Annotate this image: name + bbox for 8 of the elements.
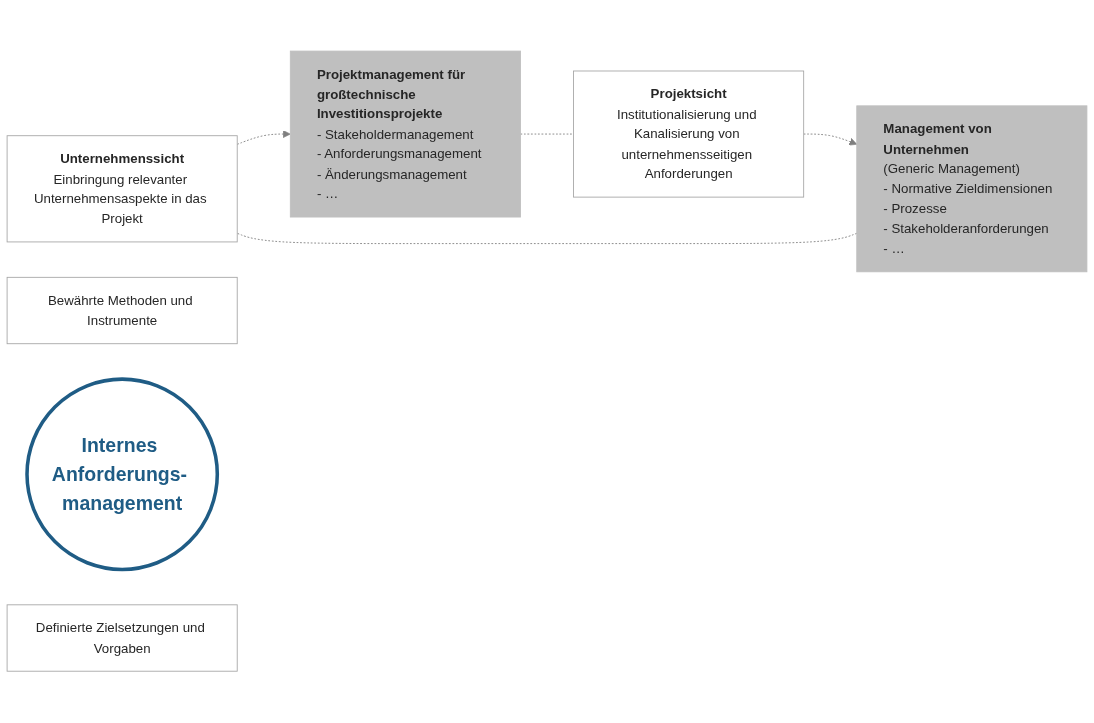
node-box: Projektsicht Institutionalisierung und Kanalisierung von unternehmensseitigen Anforderungen [573,70,805,198]
node-box: Bewährte Methoden und Instrumente [6,277,238,345]
node-box: Management von Unternehmen (Generic Management) - Normative Zieldimensionen - Prozesse - Stakeholderanforderungen - … [856,105,1088,273]
node-box: Projektmanagement für großtechnische Investitionsprojekte - Stakeholdermanagement - Anforderungsmanagement - Änderungsmanagement - … [289,51,521,218]
node-box: Definierte Zielsetzungen und Vorgaben [6,604,238,672]
connector [520,133,574,135]
node-circle: Internes Anforderungs- management [25,377,220,572]
node-box: Unternehmenssicht Einbringung relevanter Unternehmensaspekte in das Projekt [6,135,238,243]
